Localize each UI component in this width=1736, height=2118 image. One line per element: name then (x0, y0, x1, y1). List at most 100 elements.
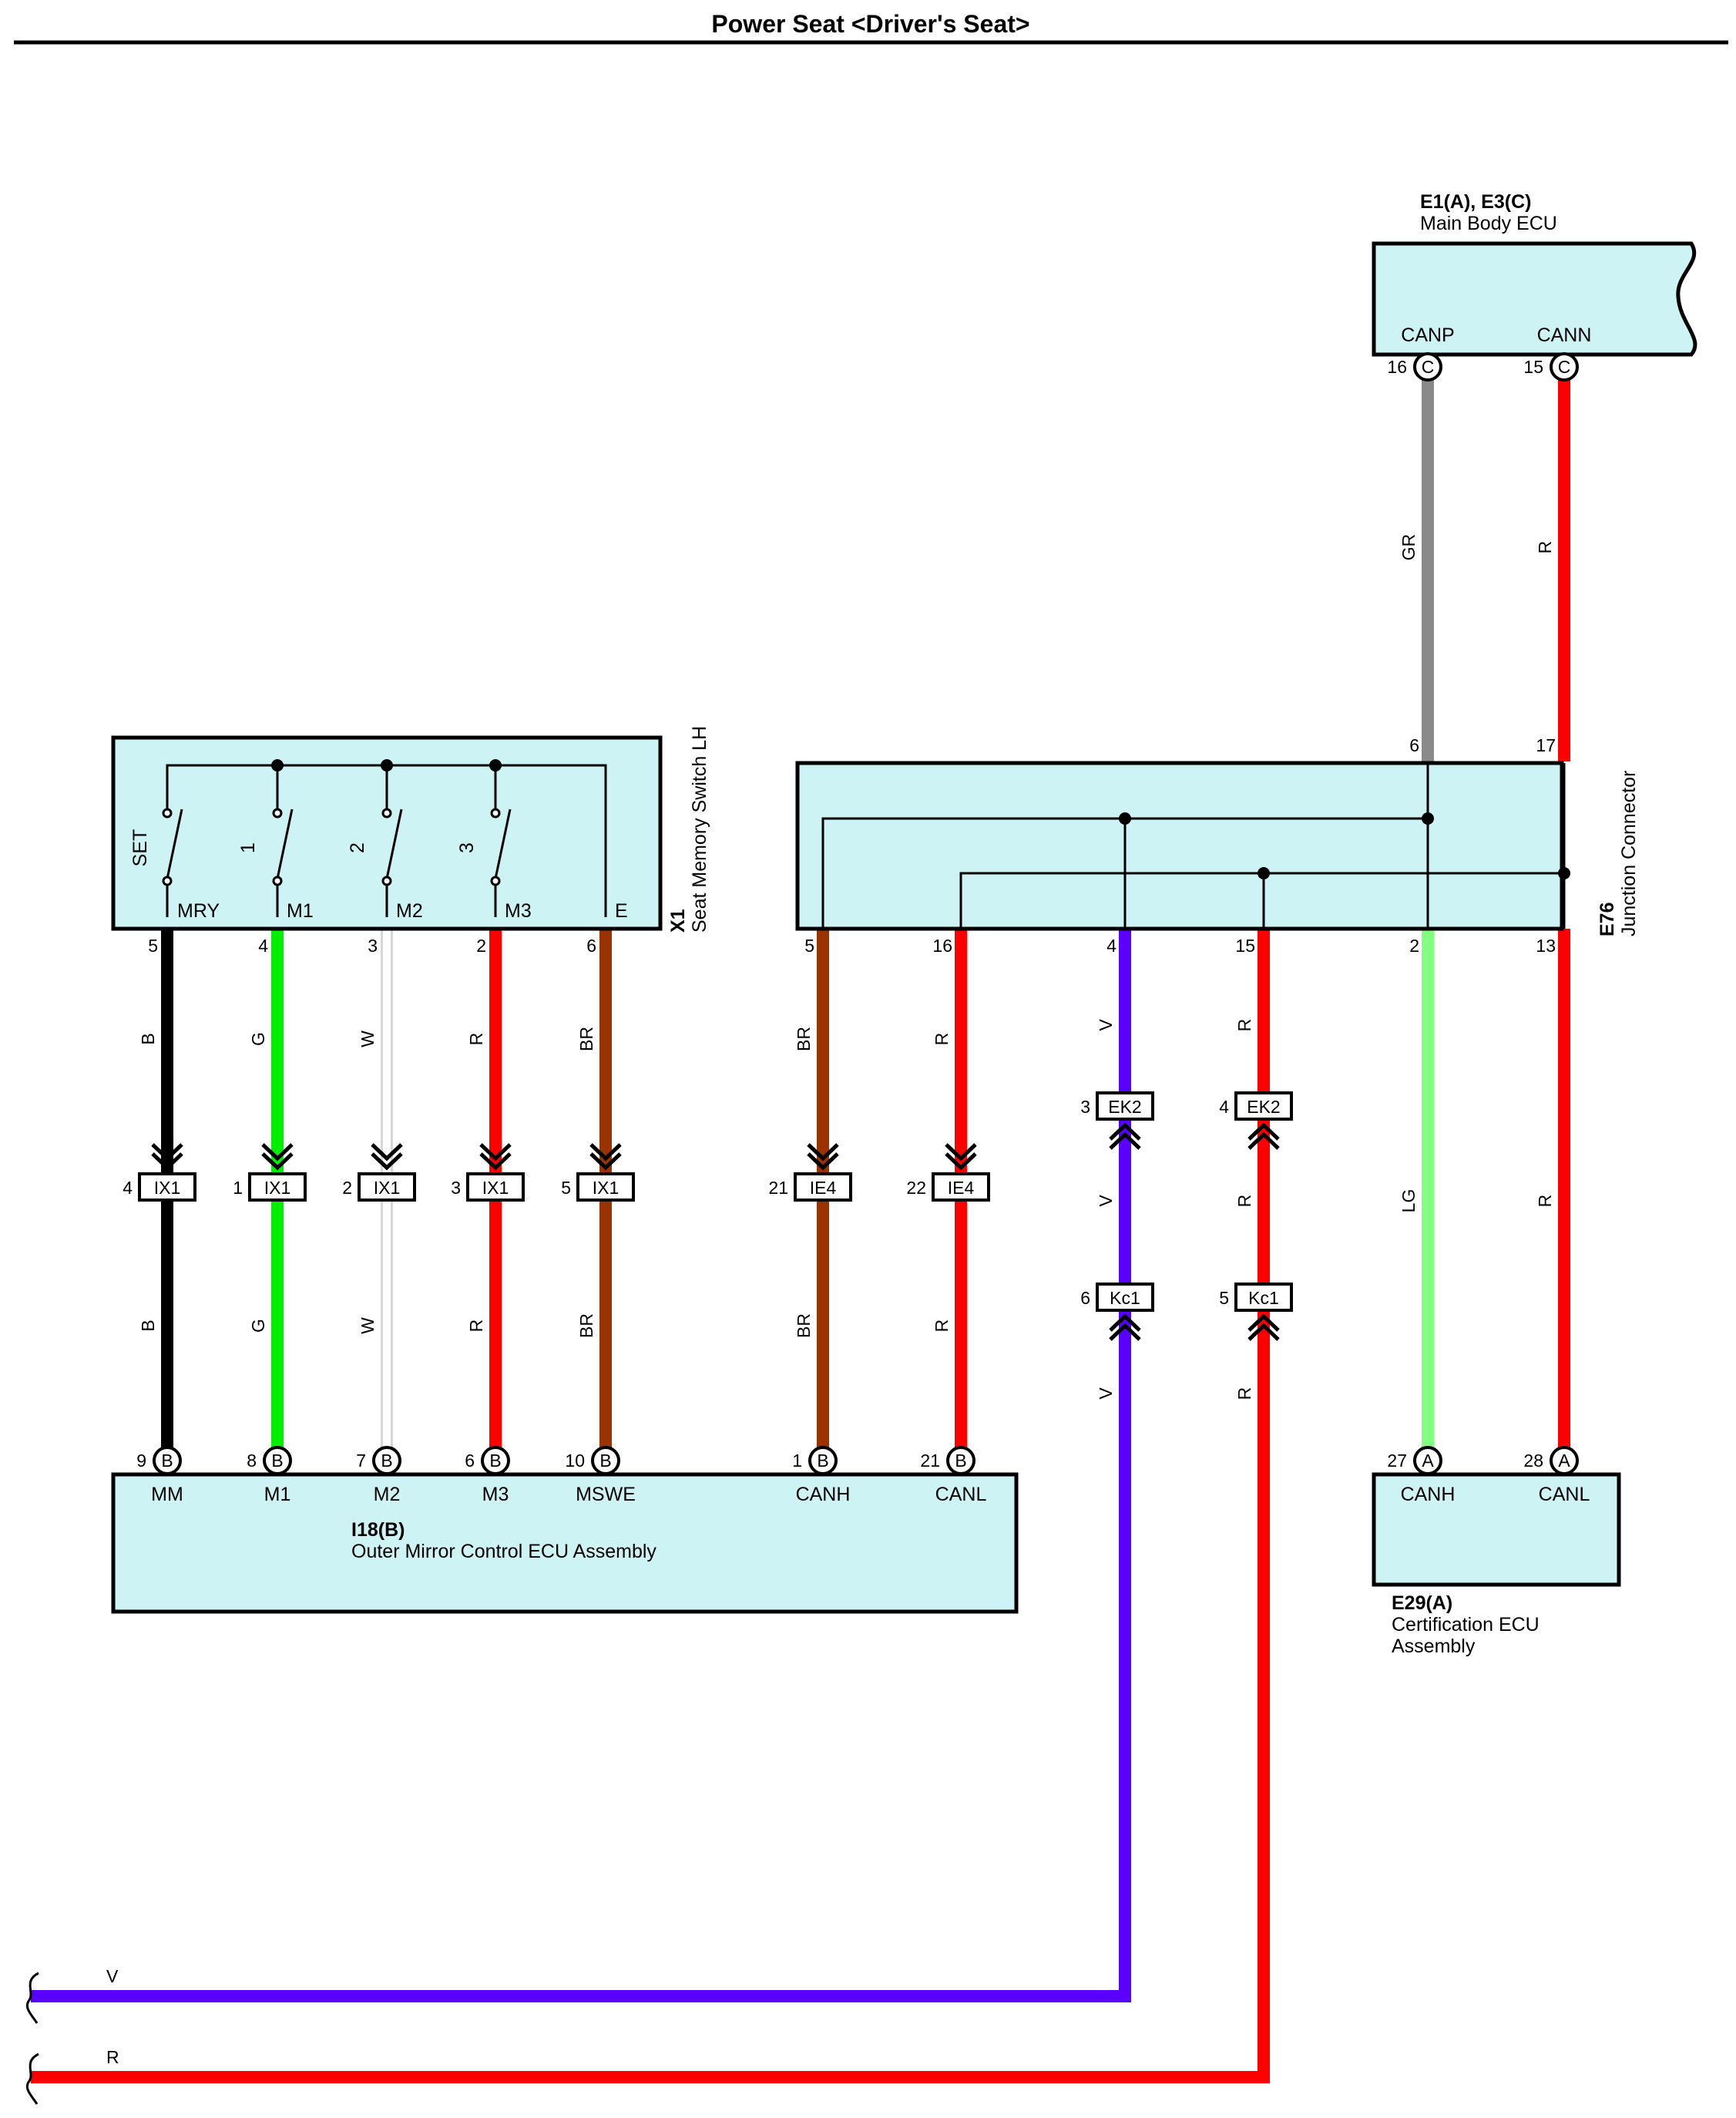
main-body-ecu-box (1372, 241, 1697, 357)
wire-label: B (138, 1033, 158, 1044)
wire-label: G (248, 1319, 268, 1333)
junction-dots (271, 759, 502, 772)
junction-name: Junction Connector (1618, 771, 1640, 936)
wire-label: V (1096, 1387, 1116, 1400)
terminal-canh: CANH (1401, 1484, 1456, 1505)
junction-connector-box (795, 761, 1564, 931)
pin-number: 6 (586, 936, 596, 956)
connector-ie4: IE4 (810, 1178, 837, 1198)
wire-label: R (932, 1033, 952, 1046)
wire-label: R (466, 1033, 486, 1046)
terminal-m3: M3 (482, 1484, 509, 1505)
pin-conn-letter: B (489, 1451, 501, 1471)
wire-break-r (25, 2052, 39, 2105)
pin-number: 2 (1409, 936, 1419, 956)
switch-label-3: 3 (456, 842, 478, 853)
pin-conn-letter: B (599, 1451, 611, 1471)
wire-label: R (1234, 1195, 1254, 1208)
terminal-cann: CANN (1537, 324, 1592, 346)
pin-conn-letter: B (817, 1451, 828, 1471)
certification-ecu-name-2: Assembly (1392, 1636, 1476, 1657)
pin-conn-letter: B (381, 1451, 392, 1471)
page-title: Power Seat <Driver's Seat> (711, 10, 1029, 38)
pin-number: 10 (565, 1451, 585, 1471)
pin-conn-letter: A (1558, 1451, 1570, 1471)
seat-memory-switch-code: X1 (667, 909, 689, 933)
terminal-mry: MRY (177, 900, 220, 922)
switch-contacts (162, 808, 501, 886)
outer-mirror-ecu-name: Outer Mirror Control ECU Assembly (351, 1541, 656, 1562)
pin-number: 21 (768, 1178, 788, 1198)
wire-label: W (358, 1030, 378, 1047)
ecu-pin-circles (153, 1446, 975, 1475)
connector-ek2: EK2 (1247, 1097, 1280, 1117)
pin-conn-letter: C (1422, 357, 1435, 377)
terminal-m3: M3 (505, 900, 532, 922)
wire-label: R (1234, 1019, 1254, 1032)
wire-label: V (1096, 1195, 1116, 1207)
switch-label-2: 2 (347, 842, 368, 853)
wire-label: R (1535, 541, 1555, 554)
junction-internal (821, 763, 1566, 929)
connector-ix1: IX1 (374, 1178, 401, 1198)
pin-number: 4 (258, 936, 268, 956)
connector-ix1: IX1 (482, 1178, 509, 1198)
pin-number: 2 (342, 1178, 352, 1198)
pin-number: 9 (136, 1451, 146, 1471)
wire-label: BR (794, 1027, 814, 1051)
wire-label: G (248, 1032, 268, 1046)
pin-number: 7 (356, 1451, 366, 1471)
terminal-e: E (615, 900, 628, 922)
terminal-canl: CANL (1539, 1484, 1590, 1505)
connector-arrows-up (1109, 1122, 1280, 1341)
pin-number: 16 (1387, 357, 1407, 377)
connector-arrows-ix1 (151, 1143, 977, 1171)
pin-number: 16 (932, 936, 952, 956)
terminal-canp: CANP (1401, 324, 1454, 346)
pin-number: 3 (451, 1178, 461, 1198)
pin-number: 4 (1219, 1097, 1229, 1117)
pin-circle (1550, 1446, 1579, 1475)
junction-code: E76 (1597, 903, 1618, 936)
wire-label: BR (576, 1313, 596, 1338)
pin-conn-letter: A (1422, 1451, 1434, 1471)
terminal-m2: M2 (374, 1484, 401, 1505)
switch-label-1: 1 (237, 842, 259, 853)
wire-label: B (138, 1320, 158, 1331)
pin-number: 6 (1080, 1288, 1090, 1308)
pin-number: 17 (1536, 735, 1556, 755)
wire-label: BR (576, 1027, 596, 1051)
pin-number: 21 (920, 1451, 940, 1471)
certification-ecu-name-1: Certification ECU (1392, 1614, 1540, 1636)
pin-number: 15 (1235, 936, 1255, 956)
pin-number: 27 (1387, 1451, 1407, 1471)
connector-kc1: Kc1 (1248, 1288, 1279, 1308)
outer-mirror-ecu-code: I18(B) (351, 1519, 405, 1541)
terminal-m2: M2 (396, 900, 423, 922)
wire-label: V (1096, 1019, 1116, 1031)
terminal-m1: M1 (264, 1484, 291, 1505)
connector-ix1: IX1 (264, 1178, 291, 1198)
pin-circle (1413, 1446, 1442, 1475)
wire-label: R (1234, 1387, 1254, 1400)
pin-conn-letter: C (1558, 357, 1571, 377)
connector-boxes (138, 1172, 990, 1202)
pin-number: 28 (1523, 1451, 1543, 1471)
terminal-canl: CANL (935, 1484, 987, 1505)
pin-number: 5 (561, 1178, 571, 1198)
pin-number: 8 (247, 1451, 257, 1471)
wire-label: R (466, 1320, 486, 1333)
pin-number: 4 (1106, 936, 1116, 956)
certification-ecu-code: E29(A) (1392, 1592, 1452, 1614)
pin-number: 4 (123, 1178, 133, 1198)
wire-label: V (106, 1966, 119, 1986)
connector-ix1: IX1 (154, 1178, 181, 1198)
wire-label: R (932, 1320, 952, 1333)
connector-boxes (1096, 1091, 1293, 1312)
pin-number: 3 (1080, 1097, 1090, 1117)
pin-number: 15 (1523, 357, 1543, 377)
connector-kc1: Kc1 (1110, 1288, 1140, 1308)
pin-conn-letter: B (955, 1451, 966, 1471)
pin-number: 3 (368, 936, 378, 956)
